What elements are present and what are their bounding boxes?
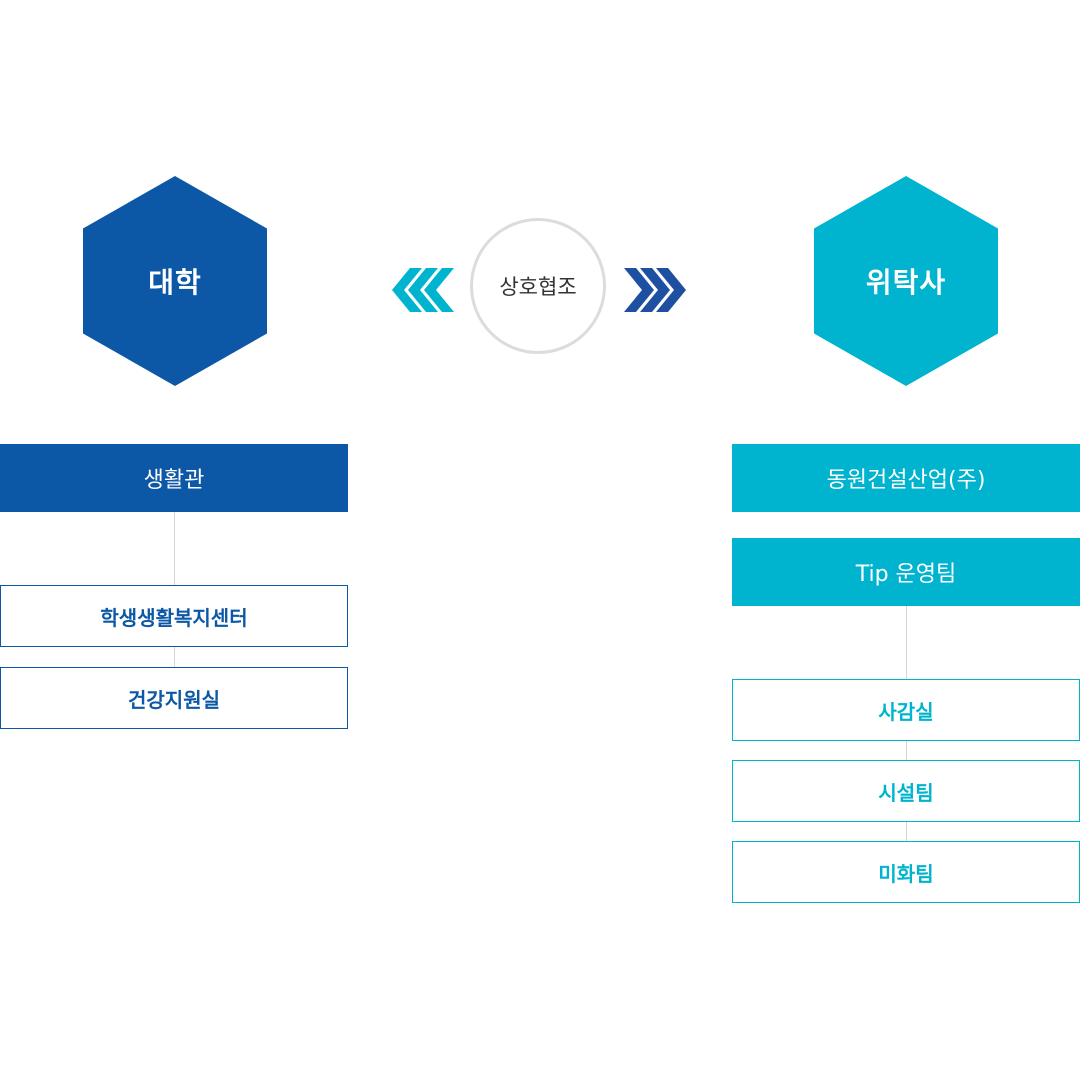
cooperation-circle: 상호협조 — [470, 218, 606, 354]
contractor-header-box: 동원건설산업(주) — [732, 444, 1080, 512]
contractor-unit-box: 미화팀 — [732, 841, 1080, 903]
chevron-triple-right-icon — [622, 268, 686, 312]
chevron-triple-left-icon — [392, 268, 456, 312]
contractor-company-label: 동원건설산업(주) — [826, 468, 986, 493]
university-unit-label: 학생생활복지센터 — [100, 605, 248, 630]
contractor-unit-label: 사감실 — [878, 699, 934, 724]
contractor-unit-label: 미화팀 — [878, 861, 934, 886]
contractor-team-label: Tip 운영팀 — [855, 562, 957, 587]
university-hexagon: 대학 — [83, 176, 267, 386]
contractor-unit-box: 시설팀 — [732, 760, 1080, 822]
university-unit-label: 건강지원실 — [128, 687, 220, 712]
contractor-unit-box: 사감실 — [732, 679, 1080, 741]
university-unit-box: 학생생활복지센터 — [0, 585, 348, 647]
university-header-label: 생활관 — [143, 468, 205, 493]
cooperation-label: 상호협조 — [499, 275, 577, 299]
contractor-unit-label: 시설팀 — [878, 780, 934, 805]
university-header-box: 생활관 — [0, 444, 348, 512]
contractor-team-header-box: Tip 운영팀 — [732, 538, 1080, 606]
university-title: 대학 — [148, 266, 202, 299]
contractor-hexagon: 위탁사 — [814, 176, 998, 386]
contractor-title: 위탁사 — [865, 266, 947, 299]
university-unit-box: 건강지원실 — [0, 667, 348, 729]
